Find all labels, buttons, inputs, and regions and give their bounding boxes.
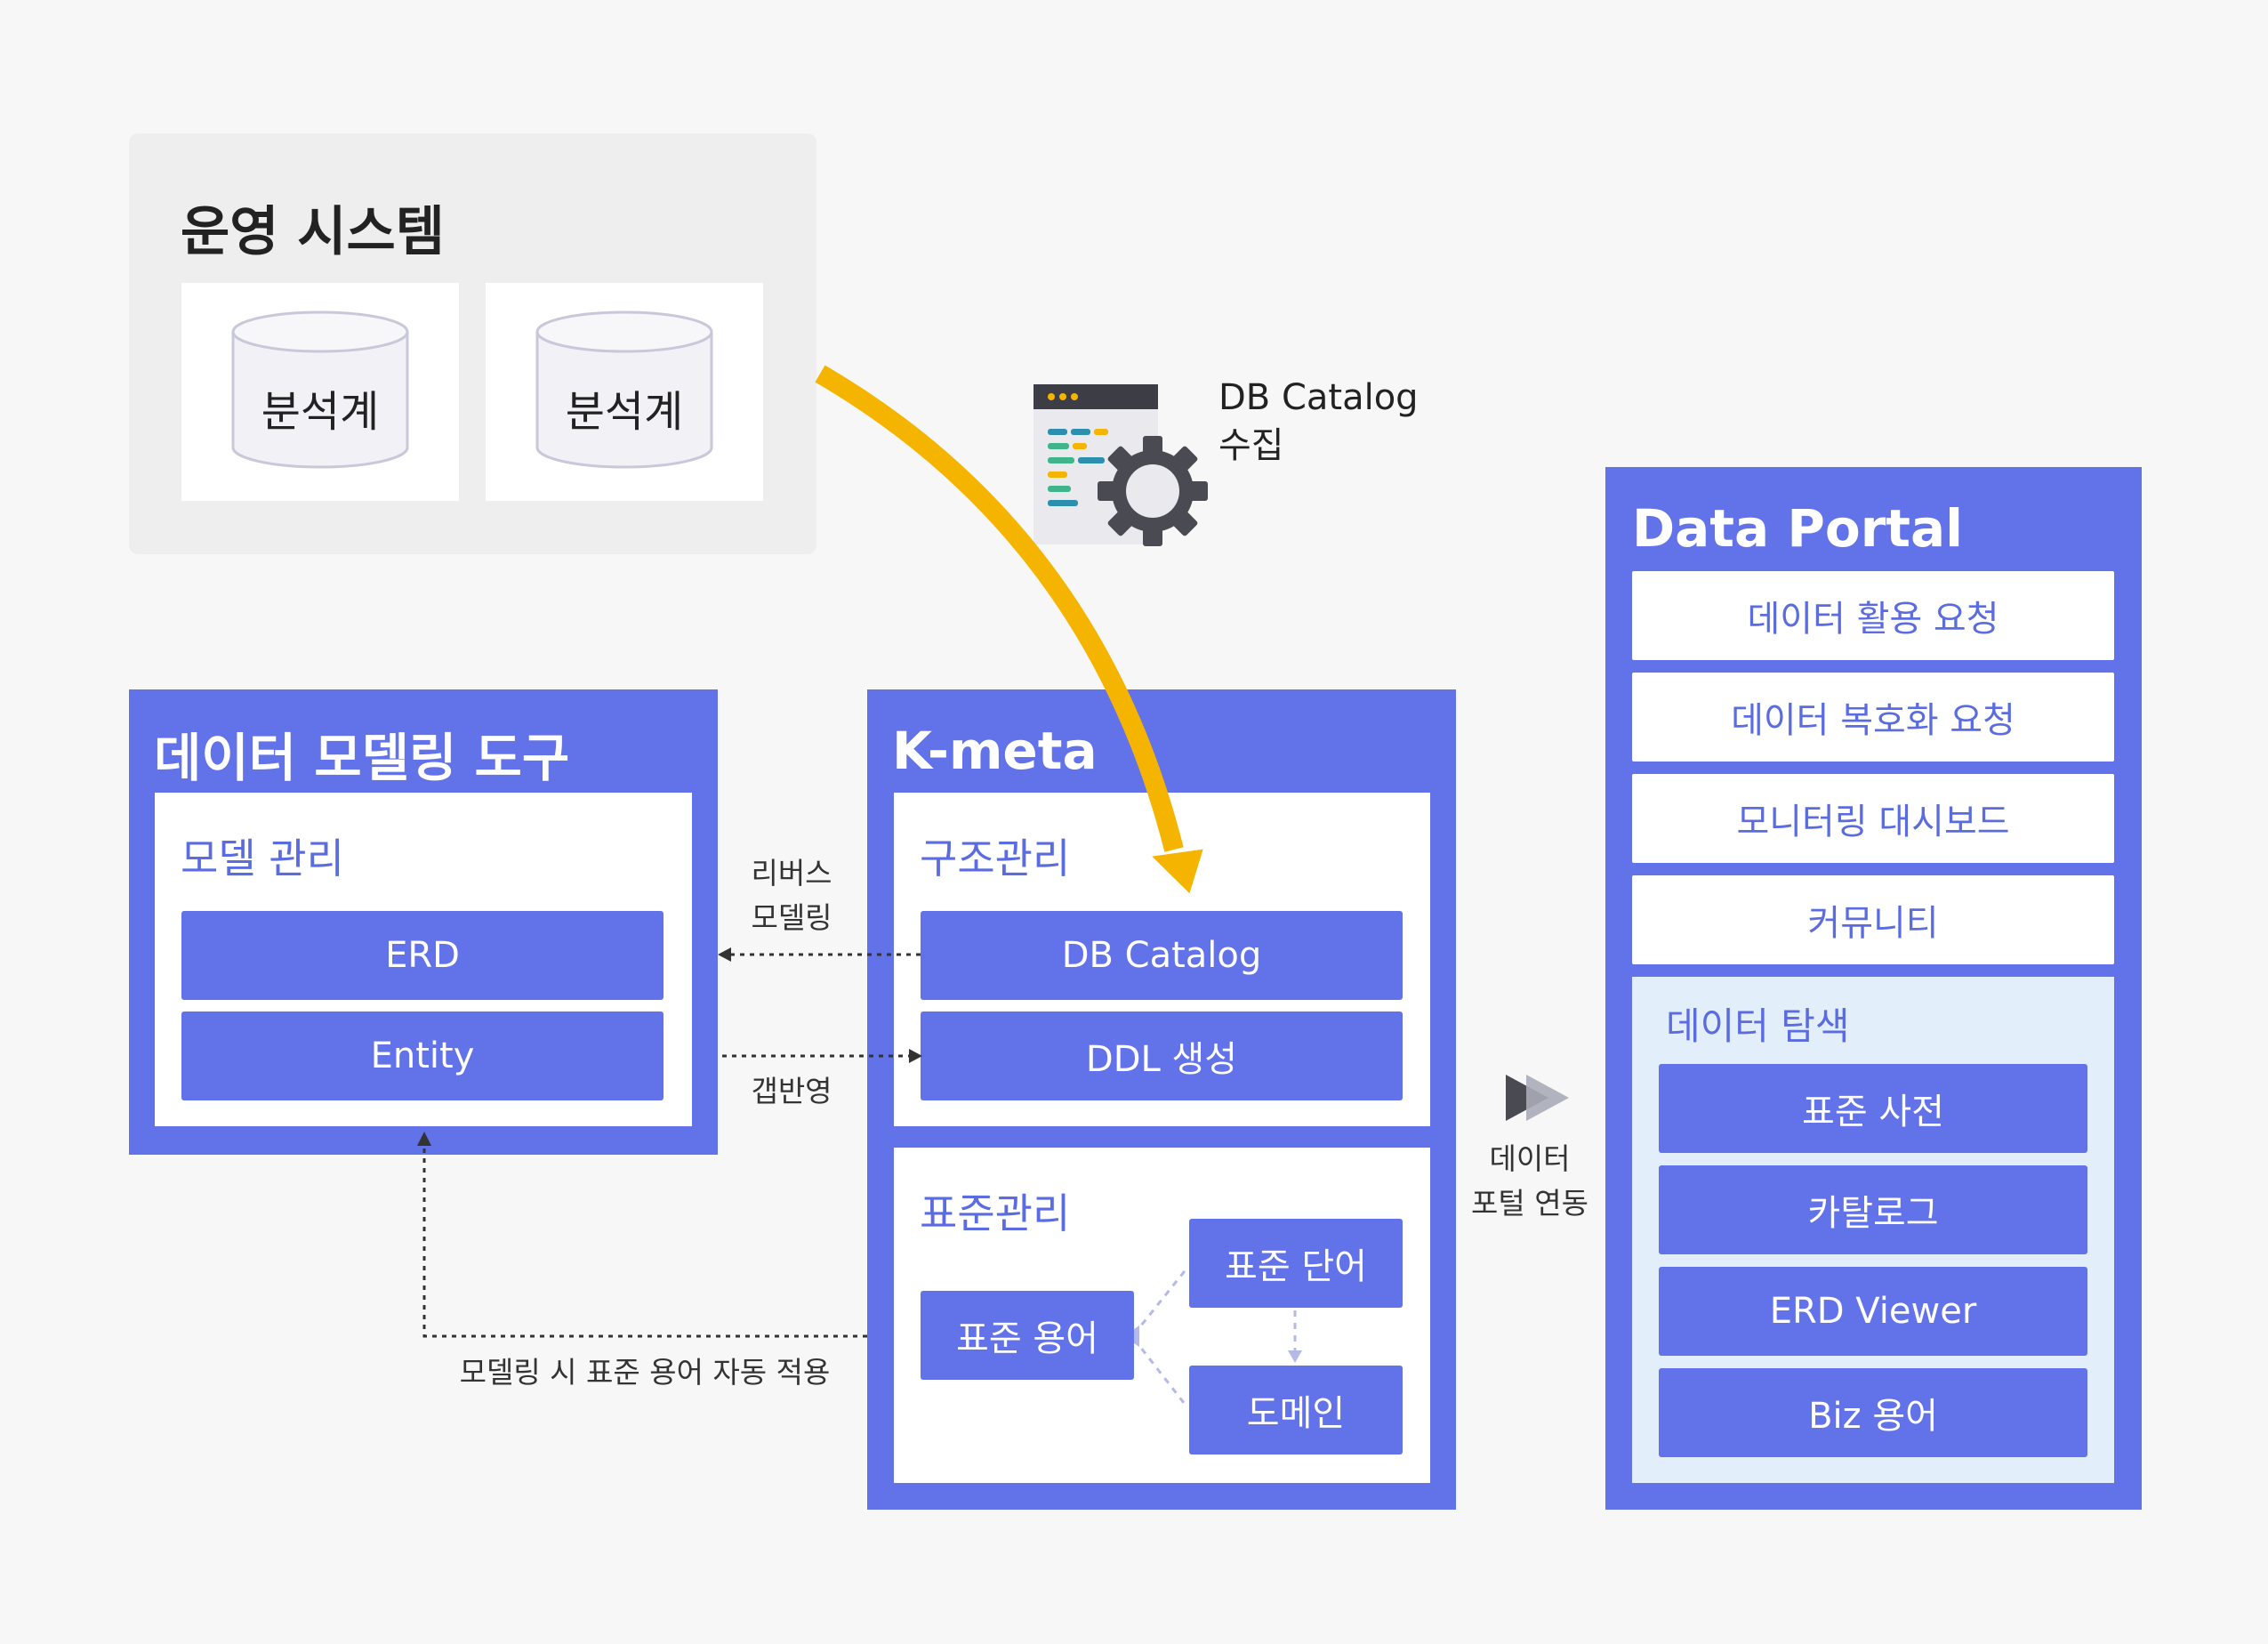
- entity-button[interactable]: Entity: [181, 1011, 664, 1100]
- operation-system-panel: 운영 시스템 분석계 분석계: [129, 133, 816, 554]
- portal-line-2: 포털 연동: [1471, 1186, 1588, 1221]
- reverse-modeling-label: 리버스 모델링: [743, 851, 840, 940]
- portal-line-1: 데이터: [1489, 1141, 1571, 1176]
- ddl-generate-button[interactable]: DDL 생성: [921, 1011, 1403, 1100]
- standard-management-title: 표준관리: [920, 1189, 1071, 1237]
- data-portal-title: Data Portal: [1632, 498, 1964, 559]
- analytics-db-card: 분석계: [486, 283, 763, 501]
- data-explore-box: 데이터 탐색 표준 사전 카탈로그 ERD Viewer Biz 용어: [1632, 977, 2114, 1483]
- data-decrypt-request-button[interactable]: 데이터 복호화 요청: [1632, 673, 2114, 762]
- data-portal-panel: Data Portal 데이터 활용 요청 데이터 복호화 요청 모니터링 대시…: [1605, 467, 2142, 1510]
- model-management-box: 모델 관리 ERD Entity: [155, 793, 692, 1126]
- analytics-db-label: 분석계: [565, 387, 684, 437]
- db-catalog-collect-icon: [1033, 384, 1208, 546]
- operation-system-title: 운영 시스템: [181, 201, 445, 263]
- modeling-tool-panel: 데이터 모델링 도구 모델 관리 ERD Entity: [129, 689, 718, 1155]
- k-meta-title: K-meta: [892, 721, 1098, 781]
- data-usage-request-button[interactable]: 데이터 활용 요청: [1632, 571, 2114, 660]
- monitoring-dashboard-button[interactable]: 모니터링 대시보드: [1632, 774, 2114, 863]
- catalog-button[interactable]: 카탈로그: [1659, 1165, 2087, 1254]
- biz-term-button[interactable]: Biz 용어: [1659, 1368, 2087, 1457]
- analytics-db-card: 분석계: [181, 283, 459, 501]
- db-catalog-collect-label: DB Catalog 수집: [1218, 374, 1419, 470]
- structure-management-box: 구조관리 DB Catalog DDL 생성: [894, 793, 1430, 1126]
- structure-management-title: 구조관리: [920, 834, 1071, 882]
- auto-apply-label: 모델링 시 표준 용어 자동 적용: [459, 1355, 831, 1390]
- collect-line-2: 수집: [1218, 425, 1284, 466]
- standard-term-button[interactable]: 표준 용어: [921, 1291, 1134, 1380]
- reverse-line-1: 리버스: [751, 856, 832, 890]
- reverse-line-2: 모델링: [751, 900, 832, 935]
- gap-reflect-label: 갭반영: [751, 1074, 832, 1108]
- erd-button[interactable]: ERD: [181, 911, 664, 1000]
- database-icon: [535, 310, 713, 469]
- portal-link-label: 데이터 포털 연동: [1459, 1137, 1601, 1226]
- standard-dictionary-button[interactable]: 표준 사전: [1659, 1064, 2087, 1153]
- standard-management-box: 표준관리 표준 용어 표준 단어 도메인: [894, 1148, 1430, 1483]
- modeling-tool-title: 데이터 모델링 도구: [154, 728, 570, 788]
- collect-line-1: DB Catalog: [1218, 377, 1419, 418]
- erd-viewer-button[interactable]: ERD Viewer: [1659, 1267, 2087, 1356]
- community-button[interactable]: 커뮤니티: [1632, 875, 2114, 964]
- k-meta-panel: K-meta 구조관리 DB Catalog DDL 생성 표준관리 표준 용어…: [867, 689, 1456, 1510]
- data-explore-title: 데이터 탐색: [1666, 1004, 1850, 1048]
- analytics-db-label: 분석계: [261, 387, 380, 437]
- database-icon: [231, 310, 409, 469]
- db-catalog-button[interactable]: DB Catalog: [921, 911, 1403, 1000]
- standard-word-button[interactable]: 표준 단어: [1189, 1219, 1403, 1308]
- domain-button[interactable]: 도메인: [1189, 1366, 1403, 1455]
- model-management-title: 모델 관리: [181, 834, 344, 882]
